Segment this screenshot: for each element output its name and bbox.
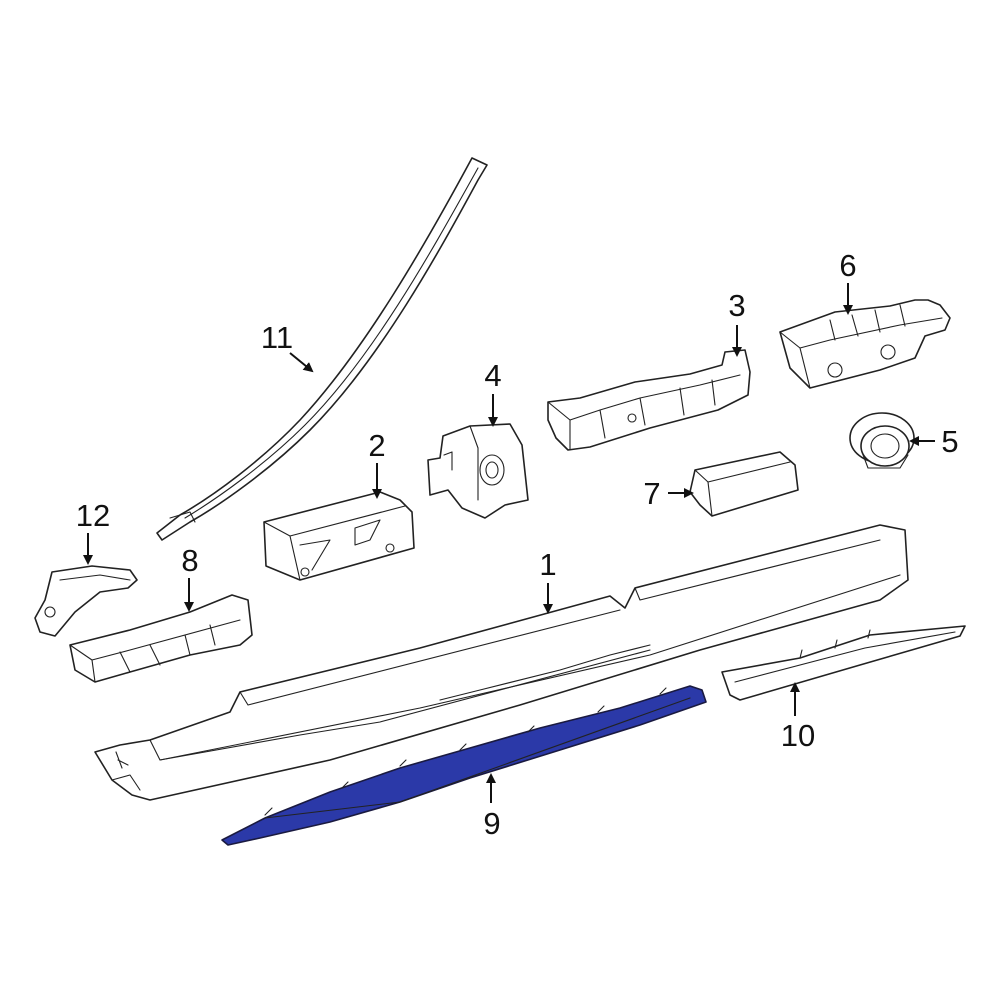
part-12-clip[interactable] [34, 565, 138, 637]
callout-5: 5 [941, 424, 958, 459]
part-5-plug[interactable] [849, 412, 915, 469]
callout-11: 11 [261, 320, 293, 355]
callout-3: 3 [728, 288, 745, 323]
callout-6: 6 [839, 248, 856, 283]
part-10-rear-insert[interactable] [721, 625, 966, 701]
callout-12: 12 [76, 498, 110, 533]
part-11-molding-strip[interactable] [156, 157, 488, 541]
callout-2: 2 [368, 428, 385, 463]
part-6-jack-pad-bracket[interactable] [779, 299, 951, 389]
leader-lines [83, 283, 935, 803]
callout-10: 10 [781, 718, 815, 753]
callout-8: 8 [181, 543, 198, 578]
part-2-insulator-block[interactable] [263, 491, 415, 581]
callout-1: 1 [539, 547, 556, 582]
part-4-bracket[interactable] [427, 423, 529, 519]
part-7-cover-pad[interactable] [689, 451, 799, 517]
callout-4: 4 [484, 358, 501, 393]
callout-7: 7 [643, 476, 660, 511]
part-3-reinforcement-bracket[interactable] [547, 349, 751, 451]
callout-9: 9 [483, 806, 500, 841]
part-8-front-bracket[interactable] [69, 594, 253, 683]
part-9-lower-molding-highlighted[interactable] [221, 685, 707, 846]
part-1-rocker-molding[interactable] [94, 524, 909, 801]
callout-labels: 1 2 3 4 5 6 7 8 9 10 11 12 [76, 248, 959, 841]
